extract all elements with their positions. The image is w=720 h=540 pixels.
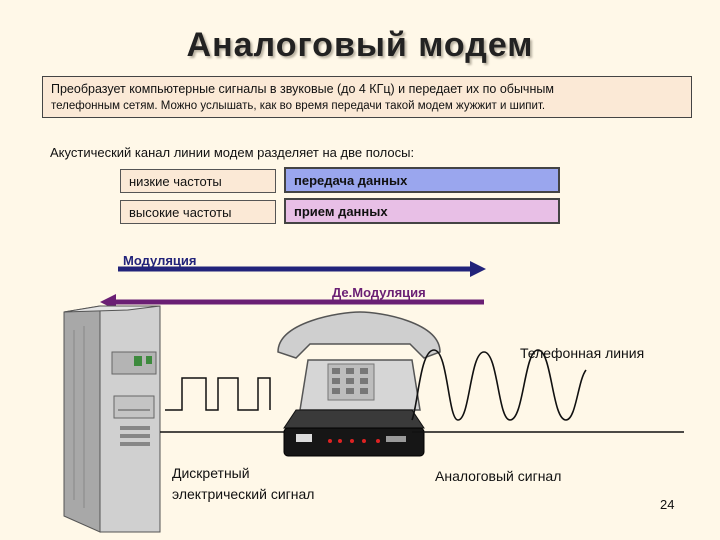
- discrete-signal-label-line-2: электрический сигнал: [172, 484, 314, 505]
- discrete-signal-wave: [165, 378, 270, 410]
- modulation-label: Модуляция: [123, 253, 196, 268]
- analog-signal-label: Аналоговый сигнал: [435, 468, 561, 484]
- discrete-signal-label: Дискретный электрический сигнал: [172, 463, 314, 505]
- modem-icon: [284, 410, 424, 456]
- page-number: 24: [660, 497, 674, 512]
- demodulation-label: Де.Модуляция: [332, 285, 426, 300]
- computer-icon: [64, 306, 160, 532]
- telephone-line-label: Телефонная линия: [520, 345, 644, 361]
- discrete-signal-label-line-1: Дискретный: [172, 463, 314, 484]
- telephone-icon: [278, 312, 440, 410]
